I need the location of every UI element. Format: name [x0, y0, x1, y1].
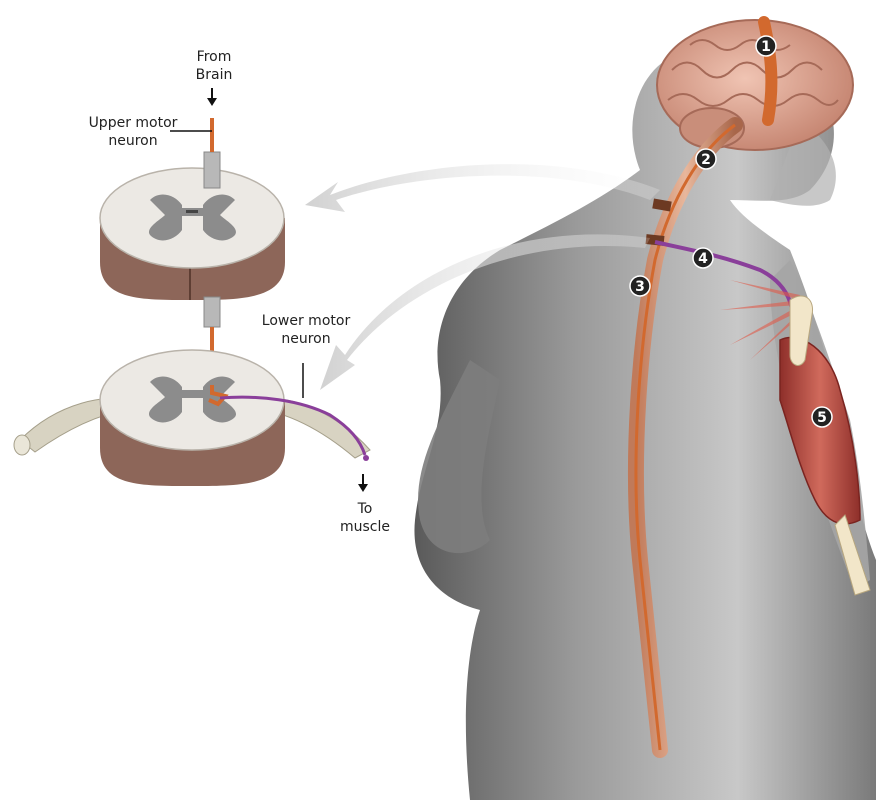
upper-motor-neuron-label: Upper motor neuron — [78, 114, 188, 150]
marker-4: 4 — [693, 248, 713, 268]
marker-2: 2 — [696, 149, 716, 169]
marker-5-text: 5 — [817, 410, 827, 426]
lower-motor-neuron-label: Lower motor neuron — [246, 312, 366, 348]
marker-5: 5 — [812, 407, 832, 427]
marker-1: 1 — [756, 36, 776, 56]
marker-2-text: 2 — [701, 152, 711, 168]
marker-4-text: 4 — [698, 251, 708, 267]
arrow-down-icon — [207, 88, 217, 106]
arrow-down-icon — [358, 474, 368, 492]
marker-3: 3 — [630, 276, 650, 296]
to-muscle-label: To muscle — [333, 500, 397, 536]
lower-cord-cross-section — [14, 350, 370, 486]
brain-illustration — [657, 20, 853, 150]
marker-1-text: 1 — [761, 39, 771, 55]
from-brain-label: From Brain — [184, 48, 244, 84]
marker-3-text: 3 — [635, 279, 645, 295]
